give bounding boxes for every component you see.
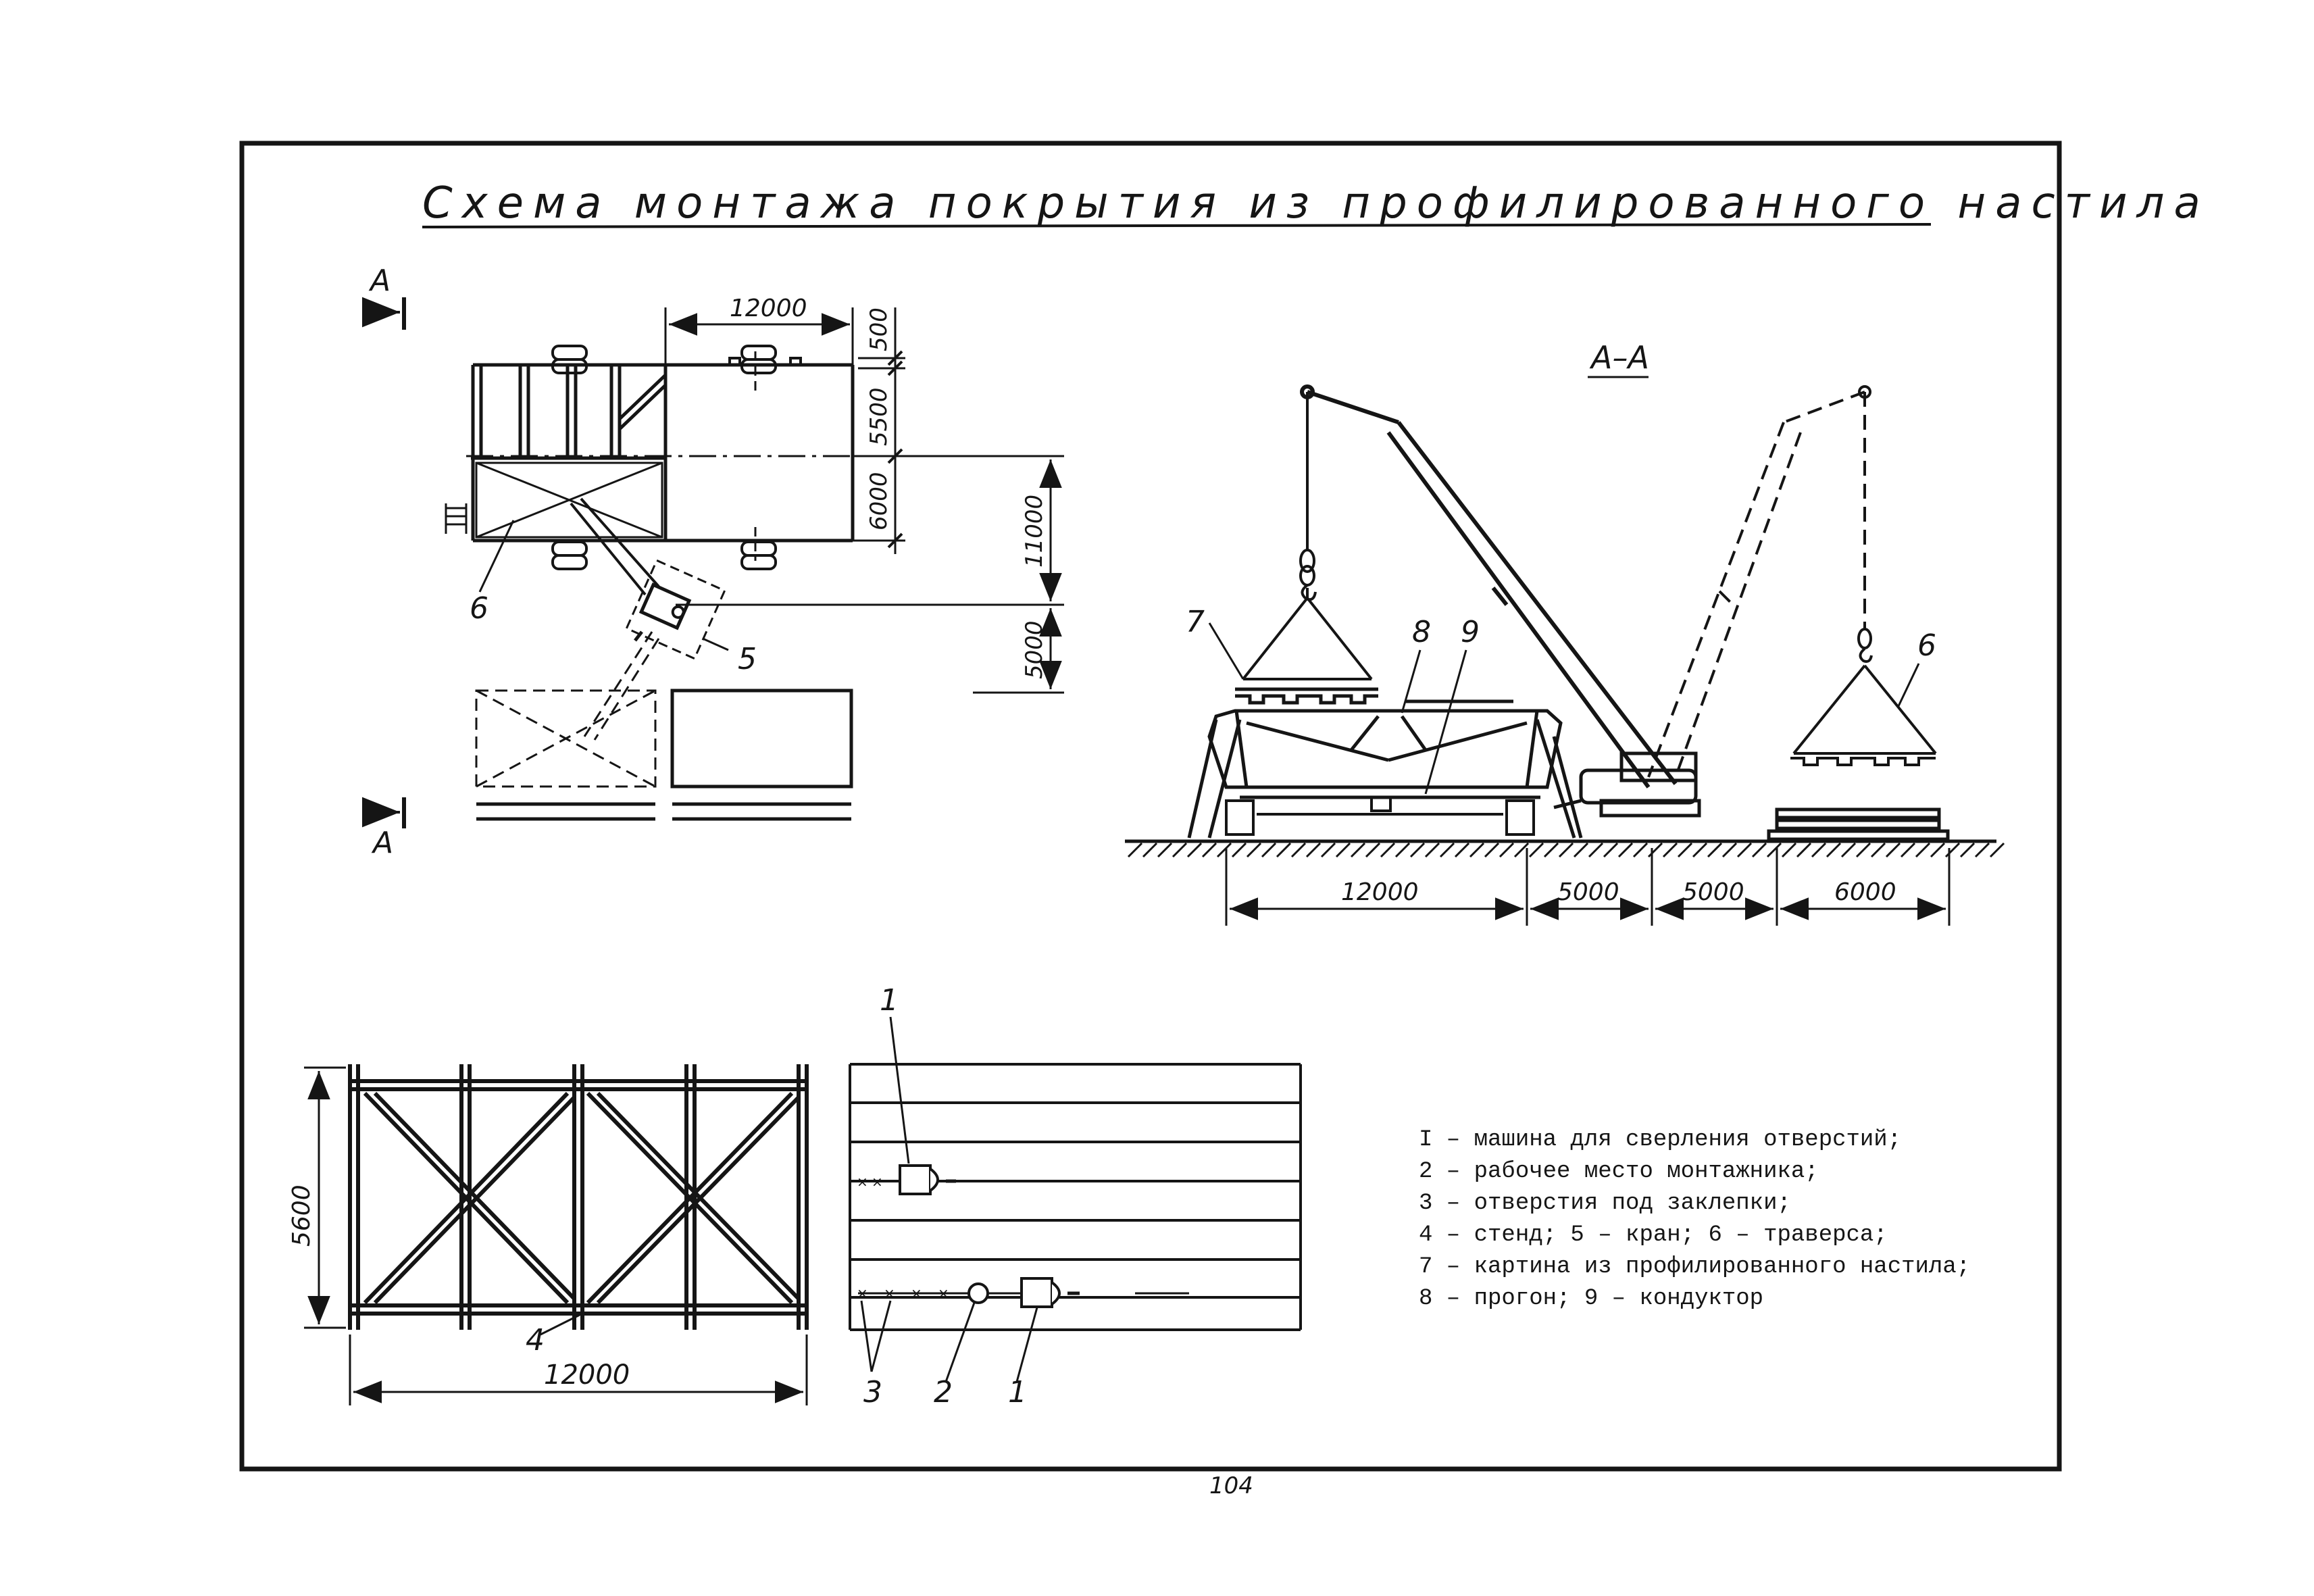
page-title: Схема монтажа покрытия из профилированно… — [422, 178, 2210, 228]
section-label-6: 6 — [1917, 628, 1936, 663]
plan-traverse — [475, 462, 663, 539]
title-underline — [422, 223, 1932, 228]
section-dim-1: 5000 — [1557, 878, 1619, 906]
section-hook-right — [1857, 628, 1873, 663]
plan-crane-boom — [570, 497, 660, 596]
svg-text:×: × — [857, 1174, 868, 1190]
plan-dim-6000: 6000 — [865, 472, 892, 530]
svg-text:×: × — [857, 1285, 868, 1301]
drilling-machine-bottom — [858, 1277, 1189, 1308]
plan-ladder — [445, 503, 468, 534]
section-crane-body — [1553, 751, 1701, 818]
plan-view: А А — [362, 264, 1064, 860]
section-view: А–А — [1125, 339, 2005, 926]
plan-stack-solid — [670, 689, 853, 789]
section-sheet-7 — [1235, 687, 1513, 705]
plan-profile-ribs — [665, 357, 853, 366]
legend-line-3: 4 – стенд; 5 – кран; 6 – траверса; — [1419, 1222, 1888, 1248]
section-dim-3: 6000 — [1834, 878, 1896, 906]
plan-label-6: 6 — [470, 591, 488, 626]
plan-dim-5500: 5500 — [865, 387, 892, 446]
drilling-holes-top: × × — [857, 1174, 883, 1190]
plan-swing-lines — [583, 631, 660, 741]
section-label-7: 7 — [1186, 605, 1205, 639]
section-crane-dashed — [1647, 391, 1866, 778]
drilling-machine-top — [858, 1164, 956, 1195]
stand-dim-width: 12000 — [544, 1360, 630, 1391]
section-stack-right — [1767, 807, 1950, 841]
plan-stored-sheets — [476, 802, 851, 821]
plan-dim-11000: 11000 — [1021, 495, 1048, 568]
page-number: 104 — [1209, 1472, 1253, 1499]
section-mark-bottom: А — [371, 826, 393, 860]
section-bogies — [1225, 796, 1535, 836]
stand-frame — [348, 1064, 809, 1330]
drilling-label-1-top: 1 — [880, 983, 899, 1018]
drilling-holes-bottom: × × × × — [857, 1285, 949, 1301]
plan-wheels-bottom — [551, 541, 777, 570]
legend-line-2: 3 – отверстия под заклепки; — [1419, 1191, 1791, 1216]
svg-text:×: × — [884, 1285, 895, 1301]
drilling-label-3: 3 — [863, 1375, 882, 1410]
section-dim-2: 5000 — [1682, 878, 1744, 906]
drilling-label-2: 2 — [934, 1375, 953, 1410]
section-traverse-right — [1790, 664, 1937, 766]
plan-dim-5000: 5000 — [1021, 620, 1048, 679]
section-title: А–А — [1589, 339, 1649, 376]
plan-label-5: 5 — [738, 642, 757, 676]
legend-line-0: I – машина для сверления отверстий; — [1419, 1127, 1901, 1153]
section-mark-top: А — [368, 264, 391, 298]
plan-stand — [471, 363, 668, 541]
section-hook-left — [1299, 392, 1317, 601]
ground-hatch — [1127, 842, 2005, 858]
section-label-8: 8 — [1412, 615, 1431, 649]
plan-dim-12000: 12000 — [730, 295, 807, 322]
plan-dim-500: 500 — [865, 307, 892, 351]
stand-label-4: 4 — [526, 1323, 545, 1357]
sheet-frame — [239, 141, 2062, 1472]
drilling-view: × × × × × × 1 3 2 1 — [849, 983, 1302, 1410]
stand-dim-height: 5600 — [288, 1184, 316, 1247]
plan-crane-body — [625, 559, 726, 660]
plan-stack-dashed — [475, 689, 657, 788]
section-crane-boom — [1300, 384, 1678, 789]
legend-line-5: 8 – прогон; 9 – кондуктор — [1419, 1286, 1763, 1312]
svg-text:×: × — [911, 1285, 922, 1301]
drilling-label-1-bottom: 1 — [1008, 1375, 1027, 1410]
svg-text:×: × — [938, 1285, 949, 1301]
legend-line-4: 7 – картина из профилированного настила; — [1419, 1254, 1970, 1280]
section-dim-0: 12000 — [1341, 878, 1419, 906]
drilling-leaders — [860, 1016, 1038, 1382]
section-label-9: 9 — [1461, 615, 1480, 649]
legend: I – машина для сверления отверстий; 2 – … — [1419, 1127, 1970, 1312]
section-traverse-left — [1242, 588, 1373, 680]
legend-line-1: 2 – рабочее место монтажника; — [1419, 1159, 1819, 1184]
section-conductor — [1187, 709, 1583, 839]
svg-text:×: × — [872, 1174, 883, 1190]
section-dim-chain — [1225, 848, 1951, 926]
stand-view: 5600 12000 4 — [288, 1064, 809, 1405]
